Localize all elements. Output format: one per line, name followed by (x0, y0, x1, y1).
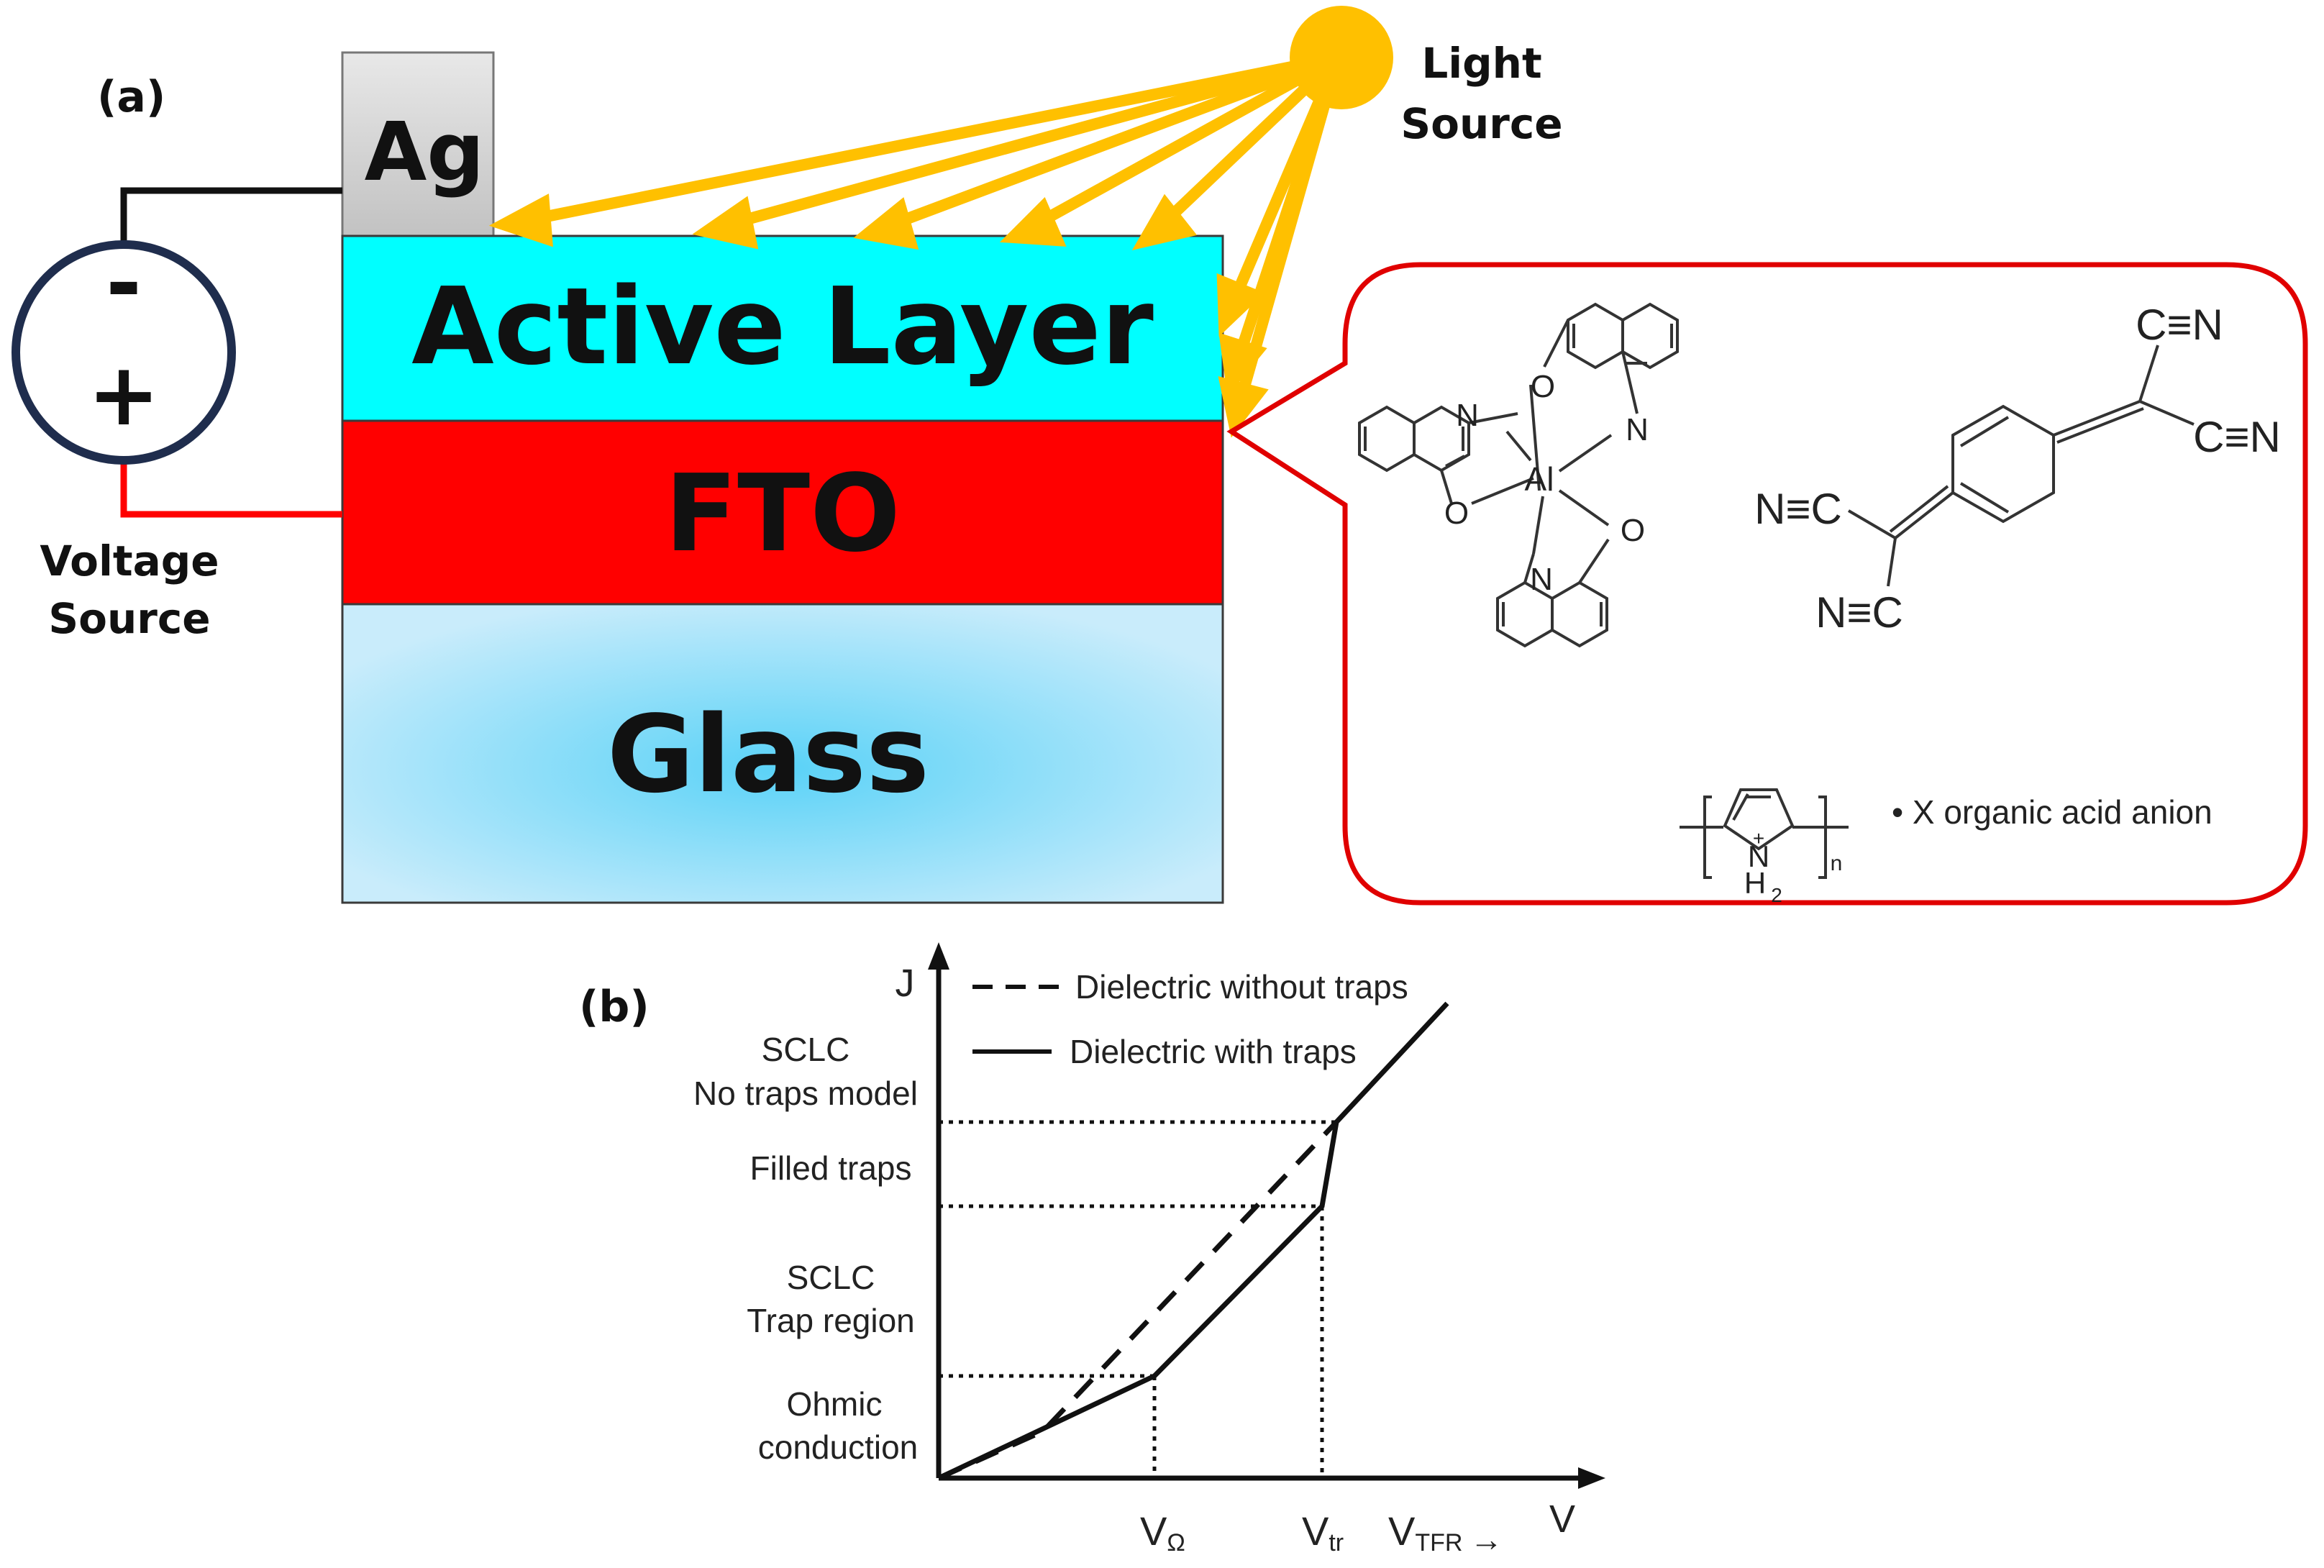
voltage-source: - + Voltage Source (12, 187, 342, 643)
voltage-label-line2: Source (48, 594, 210, 643)
panel-a: (a) Ag Active Layer FTO Glass - + Voltag… (12, 6, 2308, 906)
ppy-n: N (1748, 839, 1769, 873)
wire-black (120, 187, 342, 245)
ppy-anion: • X organic acid anion (1892, 793, 2213, 831)
alq3-n1: N (1456, 398, 1479, 433)
tcnq-cn-top: C≡N (2136, 301, 2223, 349)
region-filled-traps: Filled traps (750, 1149, 912, 1187)
region-ohmic-1: Ohmic (787, 1385, 883, 1423)
device-stack: Ag Active Layer FTO Glass (341, 51, 1224, 904)
region-sclc-trap-2: Trap region (747, 1302, 915, 1339)
curve-with-traps (937, 1001, 1449, 1481)
polypyrrole (1680, 788, 1849, 879)
polypyrrole-labels: + N H 2 n • X organic acid anion (1744, 793, 2213, 906)
plot-legend: Dielectric without traps Dielectric with… (972, 968, 1408, 1070)
alq3-atoms: Al N O O N O N (1444, 369, 1649, 597)
tcnq-nc-bottom: N≡C (1815, 588, 1903, 637)
legend-without-traps: Dielectric without traps (1075, 968, 1408, 1006)
light-label-line2: Source (1400, 99, 1562, 148)
x-axis-arrow (1578, 1467, 1605, 1489)
tick-v-omega: VΩ (1140, 1508, 1185, 1556)
ppy-h-subscript: 2 (1771, 884, 1782, 906)
region-sclc-no-traps-1: SCLC (762, 1031, 850, 1068)
tick-v-tr: Vtr (1302, 1508, 1344, 1556)
light-label-line1: Light (1421, 39, 1541, 88)
panel-b: (b) J V Dielectric without traps Dielect… (579, 942, 1605, 1558)
alq3-n2: N (1626, 412, 1649, 447)
guide-lines (939, 1120, 1336, 1478)
tcnq-cn-right: C≡N (2193, 413, 2281, 461)
glass-label: Glass (607, 693, 929, 816)
ppy-charge: + (1753, 827, 1764, 849)
tick-v-tfr: VTFR→ (1388, 1508, 1503, 1558)
voltage-source-circle (12, 240, 236, 465)
light-source: Light Source (488, 6, 1563, 438)
ppy-h: H (1744, 866, 1766, 900)
panel-b-label: (b) (579, 982, 650, 1032)
curve-without-traps (937, 1120, 1339, 1481)
fto-label: FTO (665, 452, 901, 575)
region-ohmic-2: conduction (758, 1428, 919, 1466)
ag-electrode (341, 51, 495, 237)
voltage-label-line1: Voltage (40, 537, 219, 585)
chemistry-callout: Al N O O N O N (1226, 262, 2308, 906)
region-sclc-no-traps-2: No traps model (693, 1075, 918, 1112)
alq3-o1: O (1444, 496, 1469, 531)
active-layer (341, 234, 1224, 422)
wire-red (120, 460, 342, 518)
tcnq-groups: C≡N C≡N N≡C N≡C (1754, 301, 2281, 637)
plot-axes (928, 942, 1605, 1489)
active-layer-label: Active Layer (411, 265, 1154, 388)
fto-layer (341, 419, 1224, 606)
alq3-molecule (1358, 302, 1679, 648)
plus-sign: + (88, 345, 160, 445)
x-tick-labels: VΩ Vtr VTFR→ (1140, 1508, 1503, 1558)
ag-label: Ag (365, 106, 485, 199)
alq3-al: Al (1525, 460, 1554, 498)
tcnq-nc-left: N≡C (1754, 485, 1842, 533)
alq3-o3: O (1621, 513, 1645, 548)
ppy-n-subscript: n (1831, 852, 1843, 875)
minus-sign: - (106, 234, 142, 334)
tcnq-molecule (1847, 345, 2195, 587)
light-source-dot (1290, 6, 1393, 109)
x-axis-label: V (1549, 1498, 1575, 1541)
glass-substrate (341, 603, 1224, 904)
region-labels: SCLC No traps model Filled traps SCLC Tr… (693, 1031, 918, 1466)
legend-with-traps: Dielectric with traps (1070, 1033, 1357, 1070)
alq3-n3: N (1530, 562, 1553, 597)
y-axis-arrow (928, 942, 949, 970)
y-axis-label: J (896, 962, 915, 1005)
panel-a-label: (a) (97, 72, 165, 122)
region-sclc-trap-1: SCLC (787, 1259, 875, 1296)
alq3-o2: O (1531, 369, 1555, 404)
